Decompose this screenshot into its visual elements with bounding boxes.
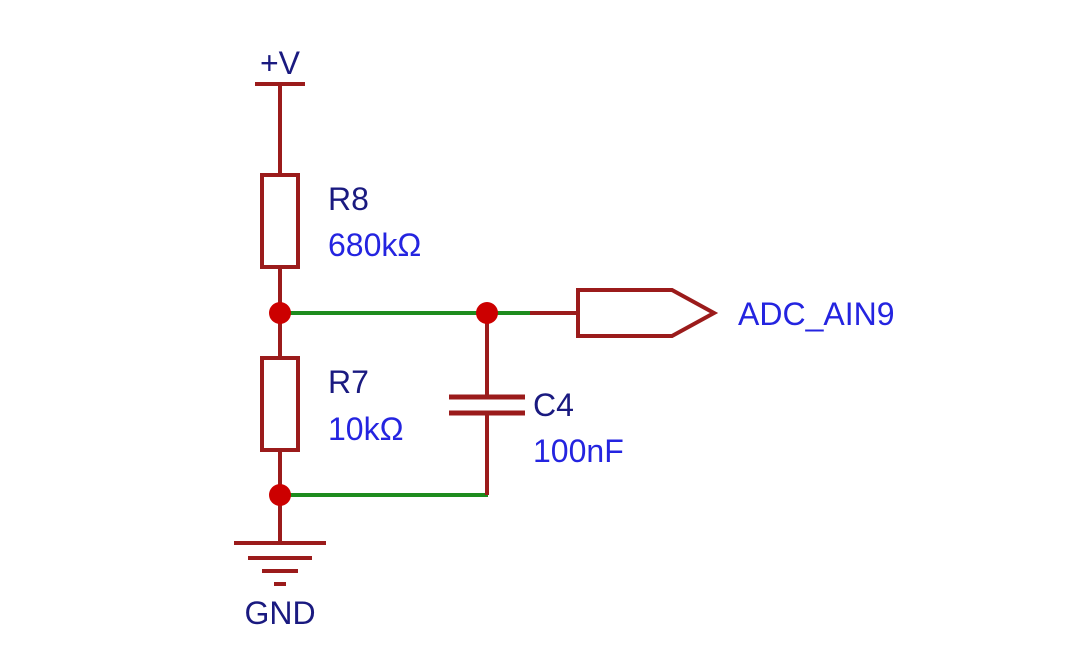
power-symbol [255,82,305,130]
capacitor-c4 [449,313,525,495]
net-label-text: ADC_AIN9 [738,296,895,332]
power-label: +V [260,45,301,81]
resistor-r7 [260,312,300,495]
resistor-r8 [260,130,300,312]
junction-dot-capacitor [476,302,498,324]
ground-label: GND [244,595,315,631]
wires [280,311,530,497]
junction-dot-ground [269,484,291,506]
r8-value: 680kΩ [328,227,421,263]
ground-symbol [234,495,326,586]
r7-value: 10kΩ [328,411,404,447]
c4-reference: C4 [533,387,574,423]
c4-value: 100nF [533,433,624,469]
r8-reference: R8 [328,181,369,217]
r7-reference: R7 [328,364,369,400]
junction-dot-divider [269,302,291,324]
net-label-flag [576,288,719,338]
junctions [269,302,498,506]
